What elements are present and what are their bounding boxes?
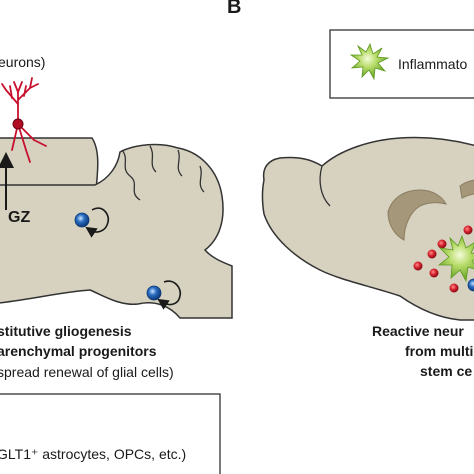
caption-b-line3: stem ce [420, 363, 473, 379]
brain-b-ventricle [387, 189, 447, 241]
brain-b-ventricle-2 [459, 179, 474, 199]
brain-b-body [261, 136, 474, 321]
red-cell-icon [427, 249, 437, 259]
progenitor-cell-2 [146, 280, 182, 310]
legend-a-text: GLT1⁺ astrocytes, OPCs, etc.) [0, 446, 187, 462]
red-cell-icon [437, 239, 447, 249]
panel-b-letter: B [227, 0, 242, 18]
circular-arrow-icon [157, 280, 182, 310]
caption-a-line1: stitutive gliogenesis [0, 323, 132, 339]
progenitor-cell-1 [74, 207, 110, 238]
red-cell-icon [449, 283, 459, 293]
red-cell-group [413, 225, 473, 293]
neurons-label: eurons) [0, 54, 46, 70]
neuron-icon [1, 77, 47, 163]
brain-b-inner-line [319, 165, 331, 207]
caption-a-line2: arenchymal progenitors [0, 343, 157, 359]
progenitor-cell-icon [467, 278, 474, 292]
circular-arrow-icon [85, 207, 110, 238]
red-cell-icon [413, 261, 423, 271]
progenitor-cell-icon [146, 285, 162, 301]
red-cell-icon [463, 225, 473, 235]
gz-label: GZ [8, 209, 31, 226]
caption-b-line1: Reactive neur [372, 323, 464, 339]
brain-b [261, 136, 474, 321]
inflammation-star-icon [349, 42, 390, 81]
progenitor-cell-icon [74, 212, 90, 228]
legend-a-box [0, 393, 221, 474]
caption-a-line3: spread renewal of glial cells) [0, 364, 174, 380]
legend-b-box [329, 29, 474, 99]
brain-a-cortex [0, 137, 99, 191]
caption-b-line2: from multip [405, 343, 474, 359]
inflammation-star-icon [437, 234, 474, 283]
brain-a [0, 137, 233, 319]
red-cell-icon [429, 268, 439, 278]
brain-a-body [0, 143, 233, 319]
brain-a-cerebellum-folds [121, 145, 205, 201]
legend-b-text: Inflammato [398, 56, 468, 72]
